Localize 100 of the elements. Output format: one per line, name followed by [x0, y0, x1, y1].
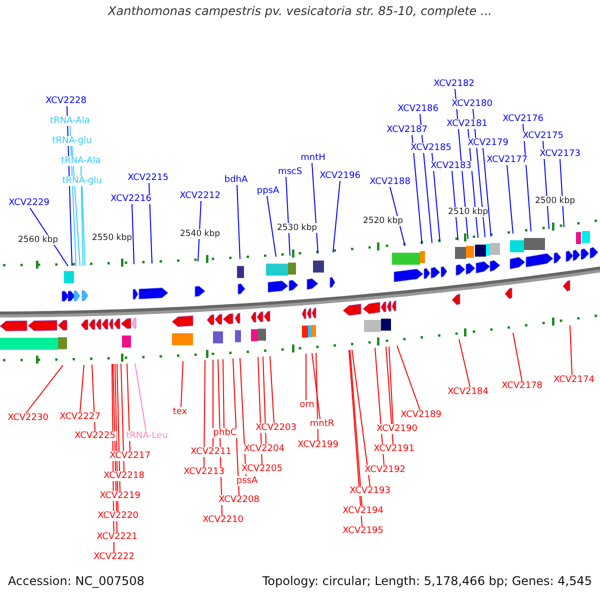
accession-text: Accession: NC_007508: [8, 574, 144, 588]
leader-line: [222, 358, 224, 428]
gene-label: XCV2210: [202, 515, 244, 525]
leader-line: [266, 196, 276, 258]
leader-line: [388, 346, 394, 424]
gene-label: XCV2190: [376, 424, 418, 434]
gene-label: XCV2185: [410, 143, 452, 153]
leader-line: [396, 345, 420, 410]
gene-label: XCV2208: [218, 495, 260, 505]
gene-label: XCV2188: [368, 177, 412, 187]
gene-label: XCV2220: [96, 511, 140, 521]
gene-label: XCV2180: [450, 99, 494, 109]
scale-label: 2520 kbp: [362, 216, 404, 226]
leader-line: [512, 332, 522, 382]
leader-line: [92, 364, 96, 432]
leader-line: [350, 349, 362, 506]
gene-label: XCV2177: [486, 155, 528, 165]
leader-line: [126, 362, 130, 452]
gene-label: XCV2219: [98, 491, 142, 501]
leader-line: [286, 176, 290, 256]
leader-line: [134, 362, 146, 432]
leader-line: [82, 186, 86, 266]
leader-line: [212, 359, 214, 448]
gene-label: XCV2225: [74, 431, 116, 441]
leader-line: [412, 134, 422, 245]
scale-label: 2510 kbp: [448, 207, 488, 218]
gene-label: XCV2178: [500, 381, 544, 391]
gene-label: XCV2184: [446, 387, 490, 397]
leader-line: [80, 364, 84, 412]
gene-label: XCV2174: [552, 375, 596, 385]
leader-line: [132, 204, 134, 265]
scale-label: 2530 kbp: [276, 223, 318, 234]
genome-summary-text: Topology: circular; Length: 5,178,466 bp; Genes: 4,545: [262, 574, 592, 588]
leader-line: [26, 364, 64, 414]
gene-label: XCV2195: [342, 526, 384, 536]
gene-label: XCV2173: [538, 149, 582, 159]
gene-label: XCV2227: [58, 412, 102, 422]
gene-label: mntR: [308, 419, 336, 429]
gene-label: XCV2203: [254, 423, 298, 433]
leader-line: [570, 324, 572, 376]
gene-label: XCV2213: [182, 467, 226, 477]
leader-line: [270, 356, 274, 424]
gene-label: XCV2189: [400, 410, 442, 420]
gene-label: XCV2228: [44, 96, 88, 106]
gene-label: XCV2212: [178, 191, 222, 201]
gene-label: ppsA: [256, 186, 280, 196]
leader-line: [312, 162, 318, 254]
leader-line: [198, 200, 202, 262]
gene-label: XCV2229: [8, 198, 50, 208]
gene-label: XCV2183: [430, 161, 472, 171]
gene-label: XCV2175: [522, 131, 564, 141]
gene-label: tRNA-Ala: [60, 156, 102, 166]
leader-line: [232, 358, 240, 496]
leader-line: [348, 350, 362, 526]
gene-label: phbC: [212, 428, 238, 438]
gene-label: orn: [298, 400, 316, 410]
gene-label: tRNA-Ala: [49, 116, 91, 126]
gene-label: XCV2221: [96, 532, 138, 542]
leader-line: [332, 180, 340, 253]
gene-label: XCV2211: [190, 447, 232, 457]
leader-line: [560, 158, 564, 228]
title: Xanthomonas campestris pv. vesicatoria str. 85-10, complete ...: [106, 4, 493, 18]
leader-line: [316, 352, 318, 440]
gene-label: mscS: [276, 167, 304, 177]
leader-line: [236, 184, 240, 260]
gene-label: XCV2230: [6, 413, 50, 423]
scale-label: 2550 kbp: [92, 232, 132, 243]
leader-line: [180, 360, 184, 408]
leader-line: [312, 352, 320, 420]
gene-label: XCV2193: [348, 486, 392, 496]
leader-line: [452, 170, 458, 241]
gene-label: XCV2182: [432, 79, 476, 89]
scale-label: 2500 kbp: [534, 196, 576, 206]
gene-label: XCV2218: [102, 471, 146, 481]
gene-label: XCV2205: [240, 464, 284, 474]
leader-line: [352, 349, 370, 486]
gene-label: XCV2186: [396, 104, 440, 114]
gene-label: XCV2204: [242, 444, 286, 454]
gene-label: XCV2179: [466, 138, 510, 148]
leader-line: [80, 166, 84, 266]
gene-label: XCV2187: [386, 125, 428, 135]
scale-label: 2560 kbp: [18, 234, 58, 245]
gene-label: XCV2181: [446, 119, 488, 129]
leader-line: [120, 363, 124, 472]
gene-label: XCV2196: [318, 171, 362, 181]
leader-line: [30, 208, 68, 267]
leader-line: [204, 360, 206, 468]
gene-label: XCV2191: [372, 444, 416, 454]
gene-label: pssA: [235, 476, 259, 486]
leader-line: [386, 346, 394, 444]
leader-line: [458, 338, 470, 388]
scale-label: 2540 kbp: [180, 229, 220, 240]
gene-label: XCV2216: [110, 194, 152, 204]
gene-label: XCV2194: [342, 506, 384, 516]
leader-line: [262, 356, 266, 444]
leader-line: [148, 182, 152, 264]
gene-label: mntH: [300, 153, 326, 163]
gene-label: tRNA-glu: [61, 176, 103, 186]
gene-label: tRNA-glu: [51, 136, 93, 146]
gene-label: bdhA: [223, 175, 249, 185]
